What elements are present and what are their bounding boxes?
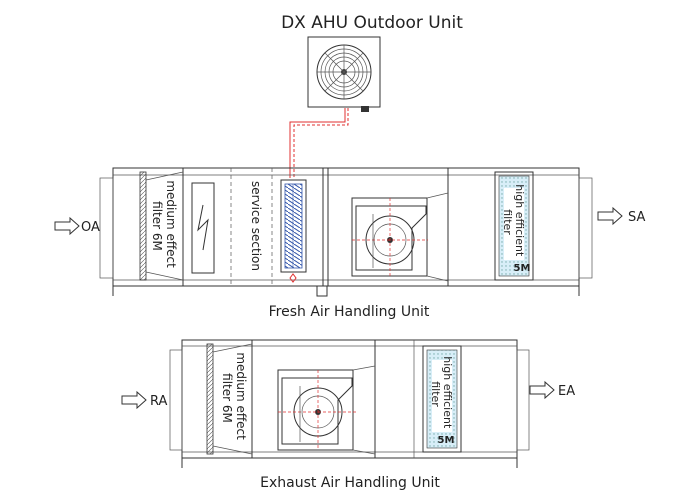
- medium-filter-label: medium effect filter 6M: [220, 352, 248, 443]
- sa-arrow-icon: [597, 206, 623, 226]
- ra-label: RA: [150, 394, 168, 409]
- hepa-code: 5M: [514, 263, 531, 274]
- hepa-filter-fresh: high efficient filter 5M: [494, 171, 534, 281]
- exhaust-fan: [277, 365, 376, 455]
- medium-filter-label: medium effect filter 6M: [150, 180, 178, 271]
- hepa-label: high efficient filter: [501, 184, 526, 260]
- oa-label: OA: [81, 220, 100, 235]
- dx-coil: [280, 179, 307, 283]
- medium-filter-exhaust: medium effect filter 6M: [206, 343, 253, 455]
- supply-fan: [351, 192, 449, 282]
- fresh-air-handling-unit: medium effect filter 6M service section: [54, 167, 645, 320]
- damper-fresh: [191, 182, 215, 274]
- exhaust-air-handling-unit: medium effect filter 6M high efficient: [121, 339, 575, 491]
- diagram-title: DX AHU Outdoor Unit: [281, 13, 463, 33]
- fresh-unit-title: Fresh Air Handling Unit: [269, 304, 430, 320]
- ea-arrow-icon: [529, 380, 555, 400]
- service-section-label: service section: [249, 181, 263, 271]
- hepa-filter-exhaust: high efficient filter 5M: [422, 345, 462, 453]
- hepa-code: 5M: [438, 435, 455, 446]
- exhaust-unit-title: Exhaust Air Handling Unit: [260, 475, 440, 491]
- sa-label: SA: [628, 210, 645, 225]
- medium-filter-fresh: medium effect filter 6M: [139, 171, 184, 281]
- ea-label: EA: [558, 384, 575, 399]
- ra-arrow-icon: [121, 390, 147, 410]
- refrigerant-pipe: [289, 108, 349, 178]
- hepa-label: high efficient filter: [429, 356, 454, 432]
- oa-arrow-icon: [54, 216, 80, 236]
- outdoor-unit: [307, 36, 381, 112]
